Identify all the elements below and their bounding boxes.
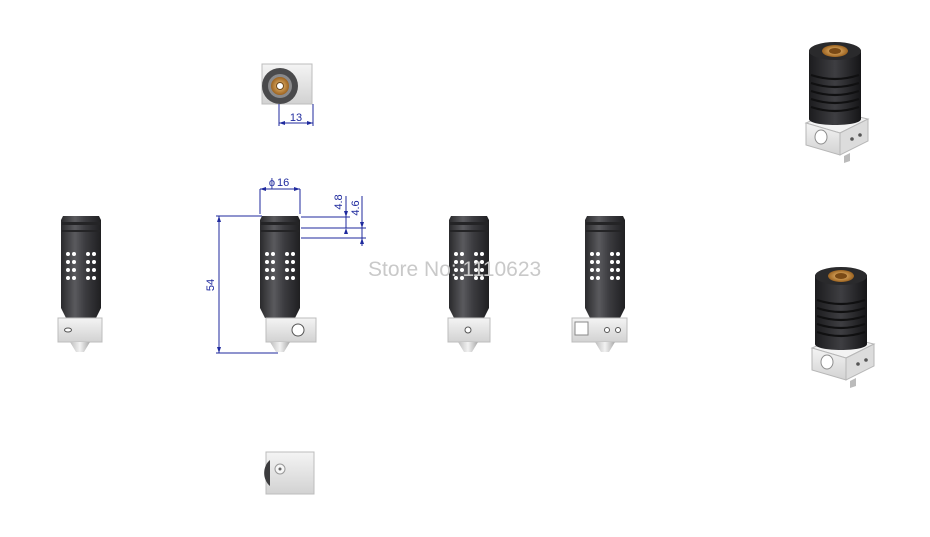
dimension-width-across-flats xyxy=(278,104,314,126)
hotend-back-view xyxy=(571,216,628,352)
label-width-across-flats: 13 xyxy=(290,112,302,124)
hotend-isometric-view-top xyxy=(804,40,870,165)
dimension-gaps xyxy=(301,196,366,246)
label-diameter-symbol: ϕ xyxy=(269,177,275,189)
dimension-total-length xyxy=(216,215,278,354)
hotend-side-view-right xyxy=(447,216,491,352)
hotend-side-view-left xyxy=(57,216,103,352)
label-upper-gap: 4.8 xyxy=(333,194,345,209)
top-view xyxy=(261,63,313,105)
dimension-diameter xyxy=(259,187,301,214)
label-lower-gap: 4.6 xyxy=(350,200,362,215)
label-total-length: 54 xyxy=(205,279,217,291)
label-diameter: 16 xyxy=(277,177,289,189)
bottom-view xyxy=(264,451,315,495)
store-watermark: Store No: 1110623 xyxy=(368,258,541,281)
hotend-front-view-dimensioned xyxy=(260,216,317,352)
hotend-isometric-view-bottom xyxy=(810,265,876,390)
